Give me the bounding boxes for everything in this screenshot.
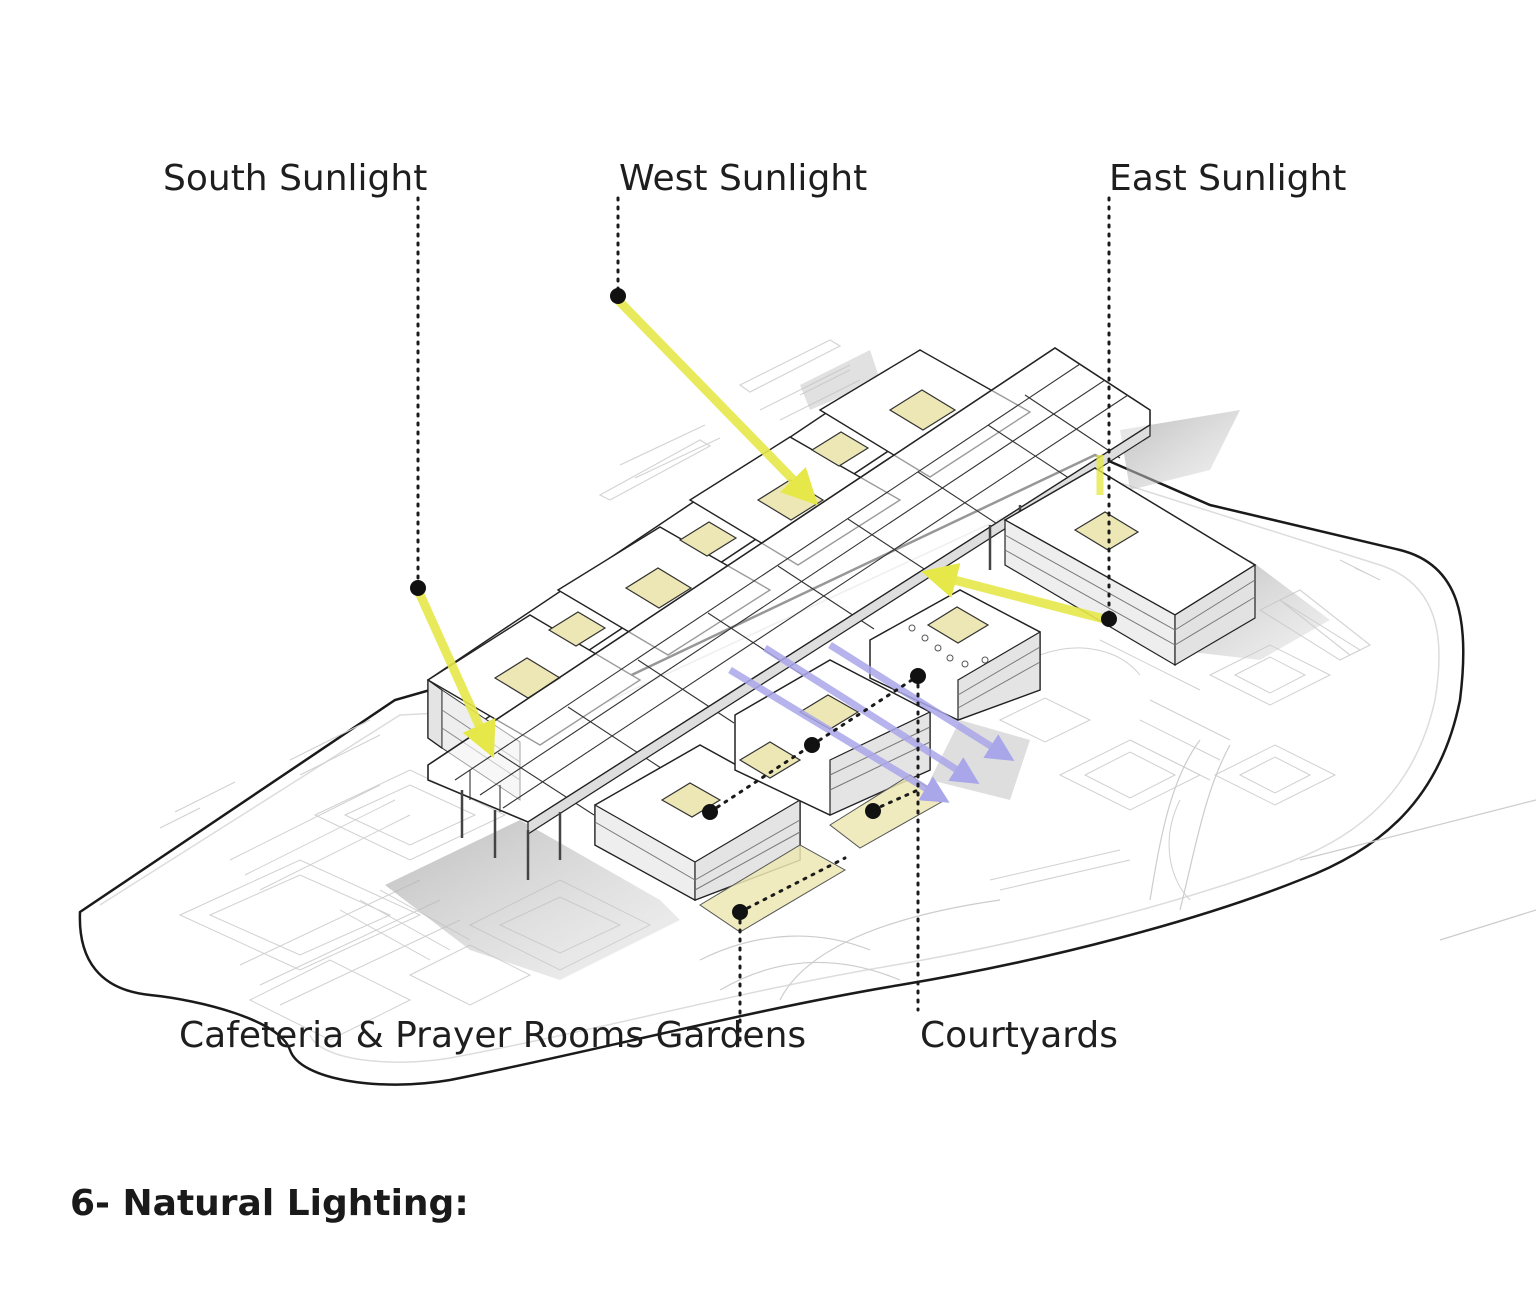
roads xyxy=(699,739,1536,1001)
courtyard-4 xyxy=(888,389,957,431)
airflow-arrow-2 xyxy=(763,645,980,784)
right-courtyard xyxy=(926,606,990,644)
airflow-arrows xyxy=(728,642,1015,803)
airflow-arrow-1 xyxy=(828,642,1015,761)
courtyard-7 xyxy=(810,431,870,467)
site-inner-boundary xyxy=(99,474,1440,1063)
dot-courtyard-1 xyxy=(702,804,718,820)
east-courtyard xyxy=(1073,511,1140,551)
courtyards-label: Courtyards xyxy=(920,1015,1119,1056)
dot-south xyxy=(410,580,426,596)
west-sunlight-label: West Sunlight xyxy=(619,158,868,199)
dot-west xyxy=(610,288,626,304)
courtyard-2 xyxy=(624,567,693,609)
east-sunlight-label: East Sunlight xyxy=(1109,158,1347,199)
leader-dots xyxy=(410,288,1117,920)
leader-cafeteria-branch xyxy=(738,856,847,914)
dot-courtyard-2 xyxy=(804,737,820,753)
shadow-left-canopy xyxy=(385,820,680,980)
section-heading: 6- Natural Lighting: xyxy=(70,1183,469,1224)
dot-garden-2 xyxy=(865,803,881,819)
dot-east xyxy=(1101,611,1117,627)
west-sunlight-arrow xyxy=(614,296,819,506)
east-block xyxy=(1003,467,1257,667)
sunlight-arrows xyxy=(413,296,1110,759)
south-sunlight-label: South Sunlight xyxy=(163,158,428,199)
courtyard-5 xyxy=(547,611,607,647)
leader-courtyards-branch xyxy=(810,674,920,747)
landscape-pattern-left xyxy=(159,719,652,1041)
east-sunlight-arrow xyxy=(921,563,1110,625)
airflow-arrow-3 xyxy=(728,667,950,803)
roof-courtyards xyxy=(493,389,957,699)
dot-courtyard-3 xyxy=(910,668,926,684)
building-model xyxy=(426,347,1257,933)
south-sunlight-arrow xyxy=(413,588,496,759)
courtyard-6 xyxy=(678,521,738,557)
leader-lines xyxy=(416,196,1111,1042)
shadow-left-top xyxy=(800,350,880,410)
leader-courtyards-branch-2 xyxy=(871,788,920,812)
leader-cafeteria-branch-2 xyxy=(708,743,814,814)
front-blocks xyxy=(594,589,1041,902)
dot-cafeteria xyxy=(732,904,748,920)
landscape-pattern-right xyxy=(989,559,1381,901)
cafeteria-gardens-label: Cafeteria & Prayer Rooms Gardens xyxy=(179,1015,807,1056)
